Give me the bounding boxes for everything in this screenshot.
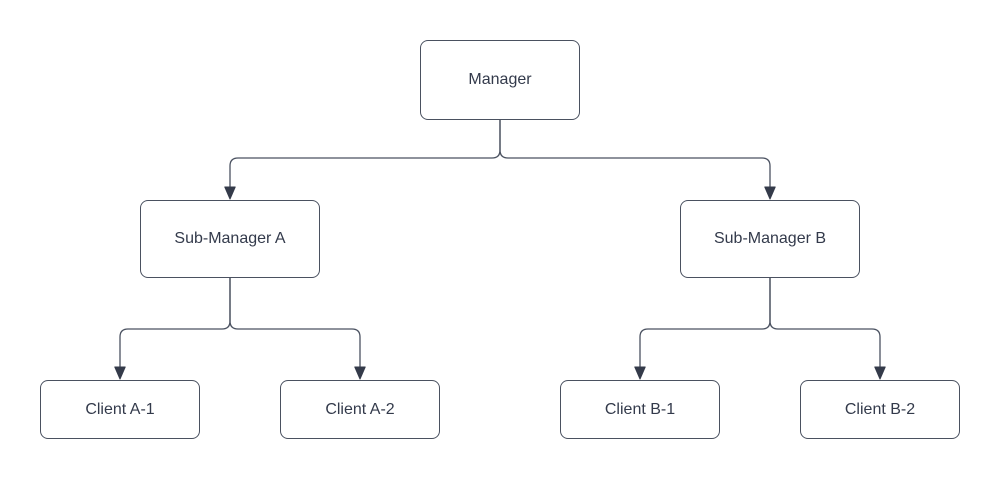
node-client-b2[interactable]: Client B-2 bbox=[800, 380, 960, 439]
edge-sub-a-client-a2 bbox=[229, 278, 361, 367]
node-manager-label: Manager bbox=[468, 71, 532, 89]
edge-sub-a-client-a1 bbox=[119, 278, 231, 367]
edge-manager-sub-b-arrowhead-icon bbox=[764, 186, 776, 200]
node-client-b2-label: Client B-2 bbox=[844, 400, 916, 418]
node-client-b1[interactable]: Client B-1 bbox=[560, 380, 720, 439]
node-client-a1-label: Client A-1 bbox=[85, 400, 155, 418]
edge-sub-b-client-b1 bbox=[639, 278, 771, 367]
edge-manager-sub-a bbox=[229, 120, 501, 187]
node-manager[interactable]: Manager bbox=[420, 40, 580, 120]
node-client-a2[interactable]: Client A-2 bbox=[280, 380, 440, 439]
node-sub-manager-a[interactable]: Sub-Manager A bbox=[140, 200, 320, 278]
edge-sub-b-client-b2 bbox=[769, 278, 881, 367]
edge-manager-sub-a-arrowhead-icon bbox=[224, 186, 236, 200]
edge-sub-a-client-a2-arrowhead-icon bbox=[354, 366, 366, 380]
edge-sub-a-client-a1-arrowhead-icon bbox=[114, 366, 126, 380]
node-sub-manager-b[interactable]: Sub-Manager B bbox=[680, 200, 860, 278]
edge-manager-sub-b bbox=[499, 120, 771, 187]
node-sub-manager-b-label: Sub-Manager B bbox=[713, 230, 827, 248]
node-client-b1-label: Client B-1 bbox=[604, 400, 676, 418]
node-sub-manager-a-label: Sub-Manager A bbox=[174, 230, 286, 248]
edge-sub-b-client-b2-arrowhead-icon bbox=[874, 366, 886, 380]
node-client-a1[interactable]: Client A-1 bbox=[40, 380, 200, 439]
node-client-a2-label: Client A-2 bbox=[325, 400, 395, 418]
edge-sub-b-client-b1-arrowhead-icon bbox=[634, 366, 646, 380]
